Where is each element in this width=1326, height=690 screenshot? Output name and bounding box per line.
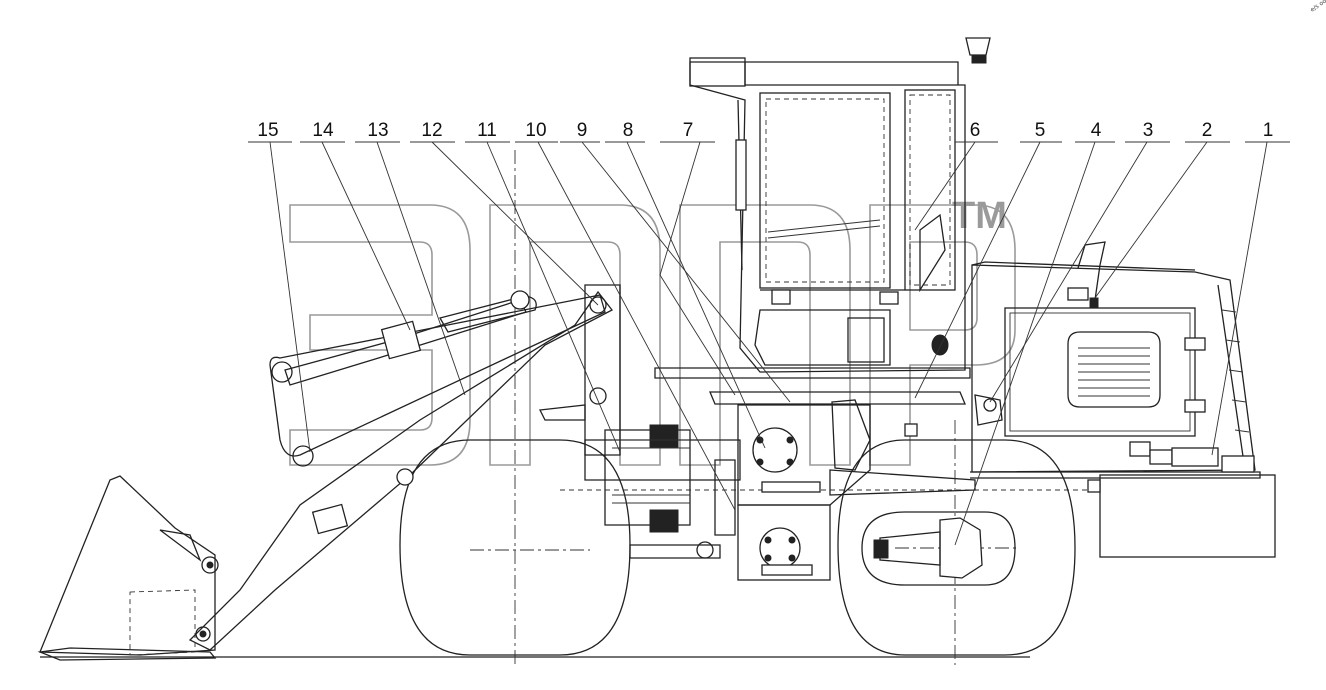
brake-caliper-upper <box>649 424 679 448</box>
front-wheel <box>399 439 631 656</box>
warning-decal-arm <box>311 503 349 535</box>
watermark-logo: TM <box>289 195 1016 466</box>
callout-9: 9 <box>577 120 588 141</box>
cab-side-mirror <box>735 139 747 211</box>
vent-slots <box>1078 347 1150 397</box>
rear-body <box>970 241 1276 558</box>
bucket-edge <box>37 647 217 661</box>
callout-13: 13 <box>367 120 388 141</box>
arm-pivot-upper <box>589 296 607 314</box>
cab-roof-box <box>689 57 746 87</box>
rear-axle-housing <box>939 517 983 579</box>
callout-5: 5 <box>1035 120 1046 141</box>
frame-link <box>831 399 871 471</box>
steering-cylinder <box>629 544 721 559</box>
engine-hood <box>971 264 1256 473</box>
corner-note: e/s ooo <box>1309 0 1326 14</box>
callout-4: 4 <box>1091 120 1102 141</box>
rear-brake-block <box>873 539 889 559</box>
drive-shaft <box>829 469 976 496</box>
bellcrank-top-pin <box>271 361 293 383</box>
center-frame <box>737 399 1101 581</box>
callout-12: 12 <box>421 120 442 141</box>
front-frame-plate <box>737 404 871 506</box>
counterweight <box>1099 474 1276 558</box>
callout-14: 14 <box>312 120 334 141</box>
cab-platform <box>709 391 966 405</box>
boom-cross-tube <box>396 468 414 486</box>
rear-ladder-rail <box>1217 284 1246 471</box>
hinge-flange <box>752 427 798 473</box>
transmission-box <box>737 504 831 581</box>
lift-arm <box>188 290 613 651</box>
arm-pivot-lower <box>589 387 607 405</box>
callout-7: 7 <box>683 120 694 141</box>
beacon-light <box>965 37 991 56</box>
callout-10: 10 <box>525 120 546 141</box>
callout-leaders <box>248 141 1290 546</box>
hood-hinge-top <box>1184 337 1206 351</box>
tilt-cylinder-barrel <box>380 320 422 360</box>
warning-decal-1 <box>1129 441 1151 457</box>
bellcrank <box>269 294 606 457</box>
hood-hinge-bottom <box>1184 399 1206 413</box>
callout-numbers: 1 2 3 4 5 6 7 8 9 10 11 12 13 14 15 <box>257 120 1273 141</box>
operator-cab <box>654 37 991 405</box>
cab-light <box>931 334 949 356</box>
front-tower <box>584 284 621 456</box>
cab-floor-plate <box>654 367 971 379</box>
callout-6: 6 <box>970 120 981 141</box>
rear-half-shaft <box>879 531 941 566</box>
callout-15: 15 <box>257 120 278 141</box>
watermark-trademark: TM <box>952 195 1007 237</box>
rear-wheel <box>837 439 1076 656</box>
bucket <box>37 475 219 661</box>
brake-caliper-lower <box>649 509 679 533</box>
hood-vent-grille <box>1067 331 1161 408</box>
reference-lines <box>40 150 1100 665</box>
warning-decal-2 <box>1149 449 1173 465</box>
rear-shaft-yoke <box>1087 479 1101 493</box>
cab-rear-window <box>904 89 956 291</box>
bellcrank-bottom-pin <box>292 445 314 467</box>
bucket-link <box>159 529 202 562</box>
fender-bracket <box>539 404 586 421</box>
callout-2: 2 <box>1202 120 1213 141</box>
air-intake <box>1067 287 1089 301</box>
cab-door-window <box>759 92 891 289</box>
boom <box>188 290 613 651</box>
callout-8: 8 <box>623 120 634 141</box>
frame-rack <box>761 481 821 493</box>
bucket-lower-pin <box>195 626 211 642</box>
cab-lower-window <box>754 309 891 366</box>
bucket-body <box>39 475 216 656</box>
frame-pin <box>904 423 918 437</box>
rear-light <box>1221 455 1255 473</box>
cab-lower-panel <box>847 317 885 363</box>
engine-side-door <box>1004 307 1196 437</box>
front-frame <box>539 284 741 559</box>
callout-3: 3 <box>1143 120 1154 141</box>
exhaust-pipe <box>1077 241 1106 301</box>
rear-hub-ring <box>861 511 1016 586</box>
hood-latch <box>974 394 1003 426</box>
bucket-upper-pin <box>201 556 219 574</box>
steering-link <box>714 459 736 536</box>
callout-11: 11 <box>477 120 497 141</box>
cab-wiper-arm <box>919 213 946 293</box>
nameplate <box>1171 447 1219 467</box>
callout-1: 1 <box>1263 120 1274 141</box>
transmission-flange <box>759 527 801 569</box>
